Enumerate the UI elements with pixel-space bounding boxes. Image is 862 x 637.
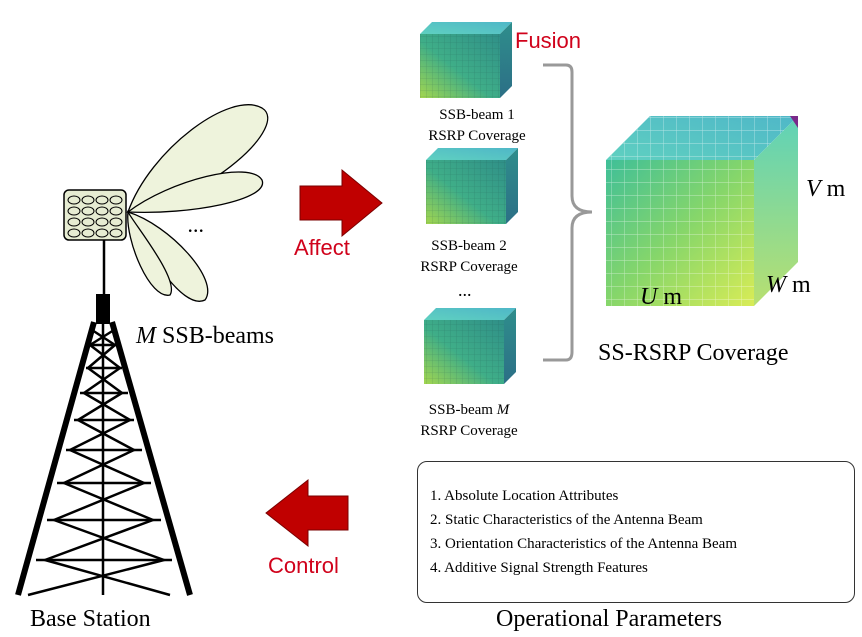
middle-ellipsis: ...: [458, 280, 472, 300]
beamM-caption: SSB-beam M RSRP Coverage: [404, 400, 534, 442]
beams-count-variable: M: [136, 323, 156, 349]
beam1-caption-line1: SSB-beam 1: [439, 107, 515, 123]
beam1-caption-line2: RSRP Coverage: [428, 128, 526, 144]
control-label: Control: [268, 553, 339, 578]
beamM-cube-icon: [424, 308, 516, 384]
dim-w-label: W m: [766, 272, 811, 299]
dim-v-variable: V: [806, 176, 821, 202]
beam2-caption: SSB-beam 2 RSRP Coverage: [404, 236, 534, 278]
beam2-caption-line2: RSRP Coverage: [420, 259, 518, 275]
parameter-item: 4. Additive Signal Strength Features: [430, 560, 648, 576]
beams-label-text: SSB-beams: [162, 323, 275, 349]
operational-parameters-box: 1. Absolute Location Attributes 2. Stati…: [417, 461, 855, 603]
dim-u-unit: m: [663, 284, 683, 310]
beams-label: M SSB-beams: [136, 323, 274, 350]
dim-v-label: V m: [806, 176, 845, 203]
dim-w-unit: m: [792, 272, 811, 298]
beam2-cube-icon: [426, 148, 518, 224]
parameter-item: 2. Static Characteristics of the Antenna…: [430, 512, 703, 528]
dim-v-unit: m: [826, 176, 846, 202]
dim-u-label: U m: [640, 284, 682, 311]
beamM-caption-variable: M: [496, 402, 510, 418]
affect-arrow: [299, 168, 383, 238]
antenna-panel-icon: [63, 189, 127, 241]
tower-icon: [15, 240, 193, 597]
parameter-item: 3. Orientation Characteristics of the An…: [430, 536, 737, 552]
beam1-caption: SSB-beam 1 RSRP Coverage: [412, 105, 542, 147]
dim-w-variable: W: [766, 272, 786, 298]
dim-u-variable: U: [640, 284, 658, 310]
beamM-caption-line1: SSB-beam M: [404, 400, 534, 421]
control-arrow: [265, 478, 349, 548]
antenna-beams: [126, 104, 269, 302]
beam2-caption-line1: SSB-beam 2: [431, 238, 507, 254]
parameters-list: 1. Absolute Location Attributes 2. Stati…: [430, 484, 737, 580]
parameter-item: 1. Absolute Location Attributes: [430, 488, 619, 504]
coverage-cube-icon: [606, 116, 798, 306]
fusion-label: Fusion: [515, 28, 582, 53]
beamM-caption-line2: RSRP Coverage: [420, 423, 518, 439]
antenna-ellipsis: ...: [188, 212, 205, 237]
fusion-brace: [543, 63, 593, 362]
affect-label: Affect: [294, 235, 350, 260]
base-station-label: Base Station: [30, 606, 151, 632]
beam1-cube-icon: [420, 22, 512, 98]
beamM-caption-prefix: SSB-beam: [428, 402, 493, 418]
operational-parameters-title: Operational Parameters: [496, 606, 722, 632]
coverage-label: SS-RSRP Coverage: [598, 340, 789, 366]
